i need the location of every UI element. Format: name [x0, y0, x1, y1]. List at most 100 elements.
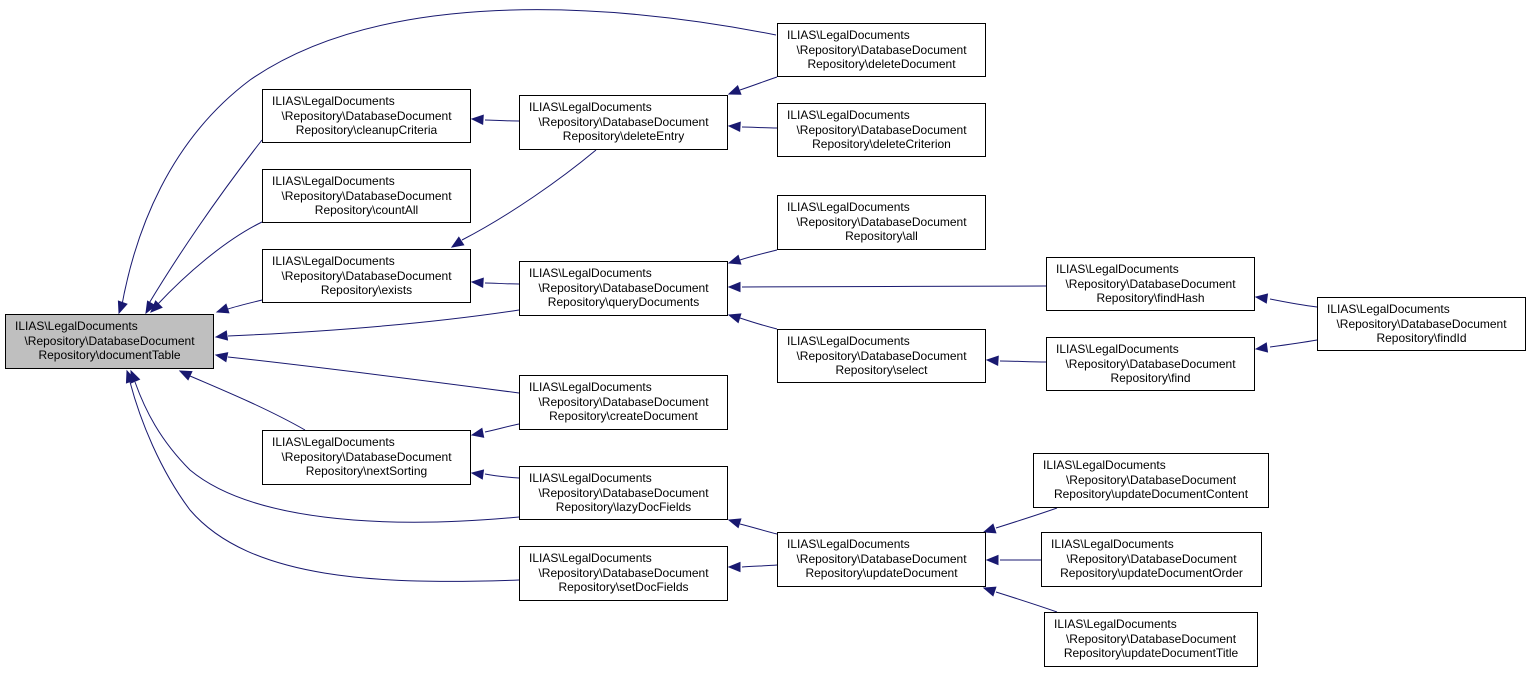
node-label-line: ILIAS\LegalDocuments [529, 551, 652, 565]
node-label-line: \Repository\DatabaseDocument [281, 449, 452, 464]
node-updateDocumentContent[interactable]: ILIAS\LegalDocuments\Repository\Database… [1033, 453, 1269, 508]
node-label-line: ILIAS\LegalDocuments [529, 471, 652, 485]
node-label-line: \Repository\DatabaseDocument [1065, 356, 1236, 371]
node-findHash[interactable]: ILIAS\LegalDocuments\Repository\Database… [1046, 257, 1255, 311]
edge-line [739, 76, 778, 91]
node-label-line: Repository\lazyDocFields [555, 500, 692, 514]
node-label-line: ILIAS\LegalDocuments [272, 254, 395, 268]
edge-line [227, 356, 520, 394]
node-label-line: ILIAS\LegalDocuments [272, 174, 395, 188]
arrowhead-icon [1254, 293, 1269, 304]
edge-line [1269, 298, 1318, 308]
node-label-line: \Repository\DatabaseDocument [1336, 316, 1507, 331]
node-cleanupCriteria[interactable]: ILIAS\LegalDocuments\Repository\Database… [262, 89, 471, 143]
node-nextSorting[interactable]: ILIAS\LegalDocuments\Repository\Database… [262, 430, 471, 485]
arrowhead-icon [985, 355, 999, 366]
node-documentTable[interactable]: ILIAS\LegalDocuments\Repository\Database… [5, 314, 214, 369]
arrowhead-icon [215, 303, 230, 314]
arrowhead-icon [727, 561, 741, 573]
edge-line [156, 221, 263, 306]
node-label-line: \Repository\DatabaseDocument [538, 485, 709, 500]
node-find[interactable]: ILIAS\LegalDocuments\Repository\Database… [1046, 337, 1255, 391]
node-setDocFields[interactable]: ILIAS\LegalDocuments\Repository\Database… [519, 546, 728, 601]
edge-line [739, 317, 778, 330]
edge-updateDocument-to-setDocFields [727, 561, 778, 573]
node-label-line: Repository\queryDocuments [547, 295, 700, 309]
edge-line [741, 564, 778, 568]
arrowhead-icon [450, 236, 465, 248]
edge-cleanupCriteria-to-documentTable [145, 139, 263, 315]
node-label-line: Repository\select [835, 363, 928, 377]
node-all[interactable]: ILIAS\LegalDocuments\Repository\Database… [777, 195, 986, 250]
edge-line [741, 126, 778, 129]
arrowhead-icon [214, 330, 229, 341]
node-select[interactable]: ILIAS\LegalDocuments\Repository\Database… [777, 329, 986, 383]
edge-line [999, 360, 1047, 363]
node-label-line: ILIAS\LegalDocuments [272, 94, 395, 108]
node-label-line: Repository\deleteCriterion [812, 137, 951, 151]
node-label-line: \Repository\DatabaseDocument [796, 348, 967, 363]
edge-setDocFields-to-documentTable [125, 369, 520, 582]
arrowhead-icon [470, 114, 484, 125]
node-label-line: Repository\documentTable [38, 348, 181, 362]
arrowhead-icon [117, 300, 128, 315]
node-label-line: \Repository\DatabaseDocument [796, 214, 967, 229]
edge-line [484, 282, 520, 285]
arrowhead-icon [727, 518, 742, 529]
node-findId[interactable]: ILIAS\LegalDocuments\Repository\Database… [1317, 297, 1526, 351]
edge-queryDocuments-to-exists [470, 277, 520, 288]
node-queryDocuments[interactable]: ILIAS\LegalDocuments\Repository\Database… [519, 261, 728, 316]
edge-updateDocumentContent-to-updateDocument [982, 507, 1058, 534]
edge-lazyDocFields-to-nextSorting [470, 469, 520, 480]
edge-line [227, 309, 520, 337]
arrowhead-icon [982, 586, 997, 597]
node-updateDocumentTitle[interactable]: ILIAS\LegalDocuments\Repository\Database… [1044, 612, 1258, 667]
node-label-line: \Repository\DatabaseDocument [281, 268, 452, 283]
node-label-line: Repository\setDocFields [558, 580, 689, 594]
node-label-line: ILIAS\LegalDocuments [787, 334, 910, 348]
edge-queryDocuments-to-documentTable [214, 309, 520, 341]
arrowhead-icon [470, 277, 484, 288]
node-label-line: \Repository\DatabaseDocument [1065, 276, 1236, 291]
edge-deleteDocument-to-deleteEntry [727, 76, 778, 95]
node-createDocument[interactable]: ILIAS\LegalDocuments\Repository\Database… [519, 375, 728, 430]
arrowhead-icon [727, 281, 741, 293]
edge-line [741, 285, 1047, 288]
edge-line [189, 375, 306, 431]
node-label-line: ILIAS\LegalDocuments [787, 200, 910, 214]
edge-findId-to-find [1254, 339, 1318, 353]
edge-deleteDocument-to-documentTable [117, 9, 777, 315]
node-label-line: \Repository\DatabaseDocument [1066, 551, 1237, 566]
arrowhead-icon [727, 84, 742, 95]
node-label-line: ILIAS\LegalDocuments [15, 319, 138, 333]
arrowhead-icon [727, 313, 742, 324]
edge-line [120, 9, 777, 311]
edge-select-to-queryDocuments [727, 313, 778, 330]
node-label-line: ILIAS\LegalDocuments [1327, 302, 1450, 316]
arrowhead-icon [178, 370, 193, 381]
arrowhead-icon [214, 352, 229, 363]
node-label-line: \Repository\DatabaseDocument [796, 122, 967, 137]
node-deleteCriterion[interactable]: ILIAS\LegalDocuments\Repository\Database… [777, 103, 986, 157]
node-label-line: Repository\exists [320, 283, 413, 297]
node-countAll[interactable]: ILIAS\LegalDocuments\Repository\Database… [262, 169, 471, 223]
node-label-line: ILIAS\LegalDocuments [529, 380, 652, 394]
node-updateDocumentOrder[interactable]: ILIAS\LegalDocuments\Repository\Database… [1041, 532, 1262, 587]
node-deleteDocument[interactable]: ILIAS\LegalDocuments\Repository\Database… [777, 23, 986, 77]
node-lazyDocFields[interactable]: ILIAS\LegalDocuments\Repository\Database… [519, 466, 728, 520]
node-label-line: \Repository\DatabaseDocument [281, 188, 452, 203]
node-label-line: Repository\findHash [1096, 291, 1205, 305]
edge-line [995, 591, 1058, 613]
edge-nextSorting-to-documentTable [178, 370, 306, 431]
arrowhead-icon [982, 523, 997, 534]
node-label-line: ILIAS\LegalDocuments [1056, 262, 1179, 276]
node-label-line: Repository\deleteEntry [562, 129, 685, 143]
edge-line [995, 507, 1058, 529]
edge-createDocument-to-documentTable [214, 352, 520, 394]
node-exists[interactable]: ILIAS\LegalDocuments\Repository\Database… [262, 249, 471, 303]
node-label-line: \Repository\DatabaseDocument [24, 333, 195, 348]
edge-deleteEntry-to-exists [450, 149, 597, 248]
node-updateDocument[interactable]: ILIAS\LegalDocuments\Repository\Database… [777, 532, 986, 587]
node-deleteEntry[interactable]: ILIAS\LegalDocuments\Repository\Database… [519, 95, 728, 150]
